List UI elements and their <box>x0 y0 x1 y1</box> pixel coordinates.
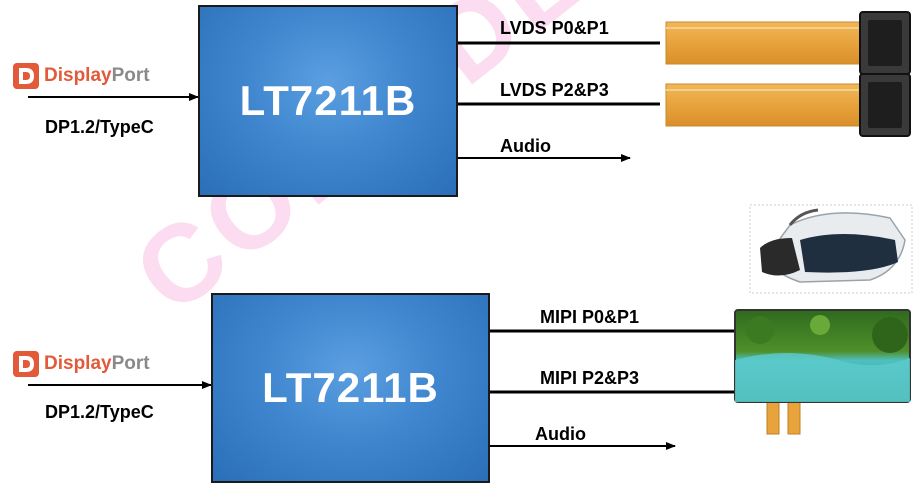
bottom-input-label: DP1.2/TypeC <box>45 402 154 422</box>
bottom-displayport-logo: DisplayPort <box>12 350 150 378</box>
bottom-output-mipi-p0p1-label: MIPI P0&P1 <box>540 307 640 327</box>
top-chip-block: LT7211B <box>198 5 458 197</box>
top-output-lvds-p2p3-label: LVDS P2&P3 <box>500 80 609 100</box>
displayport-port-text: Port <box>111 353 150 374</box>
vr-headset-icon <box>749 204 913 294</box>
mipi-panel-icon <box>734 309 911 435</box>
bottom-chip-block: LT7211B <box>211 293 490 483</box>
displayport-logo-icon <box>13 63 39 89</box>
top-input-label: DP1.2/TypeC <box>45 117 154 137</box>
top-displayport-logo: DisplayPort <box>12 62 150 90</box>
bottom-chip-label: LT7211B <box>262 364 439 411</box>
displayport-logo-icon <box>13 351 39 377</box>
bottom-output-mipi-p2p3-label: MIPI P2&P3 <box>540 368 640 388</box>
displayport-display-text: Display <box>44 65 112 86</box>
displayport-display-text: Display <box>44 353 112 374</box>
lvds-panel-icon <box>665 11 911 75</box>
bottom-output-audio-label: Audio <box>535 424 586 444</box>
displayport-port-text: Port <box>111 65 150 86</box>
top-chip-label: LT7211B <box>239 77 417 124</box>
top-displayport-wordmark: DisplayPort <box>44 65 150 87</box>
bottom-displayport-wordmark: DisplayPort <box>44 353 150 375</box>
top-output-lvds-p0p1-label: LVDS P0&P1 <box>500 18 609 38</box>
lvds-panel-icon <box>665 73 911 137</box>
top-output-audio-label: Audio <box>500 136 551 156</box>
